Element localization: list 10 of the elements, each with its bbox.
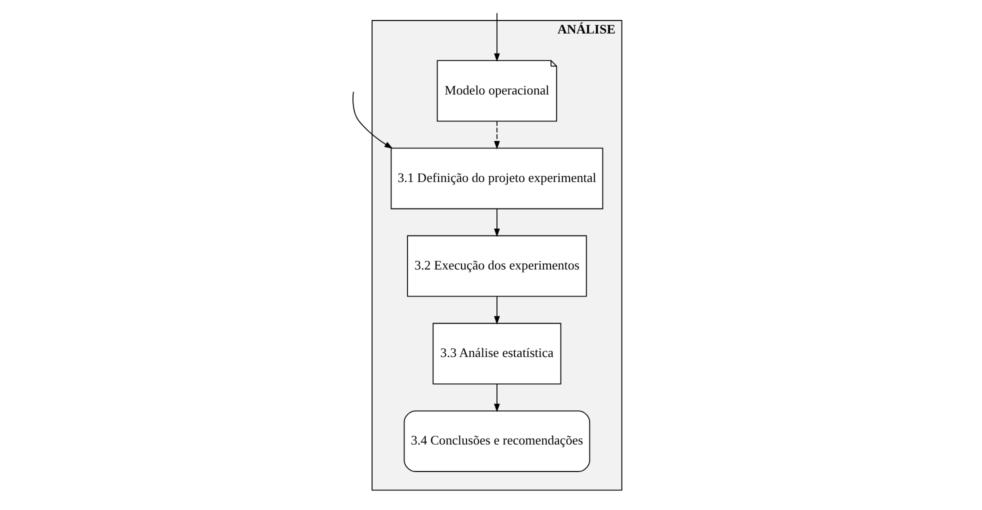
node-box: 3.4 Conclusões e recomendações [404, 410, 590, 472]
arrow [494, 296, 500, 325]
arrow [494, 384, 500, 412]
arrow [494, 208, 500, 237]
arrow [494, 120, 500, 150]
arrow [352, 91, 393, 149]
arrow [494, 12, 500, 62]
node-box: 3.2 Execução dos experimentos [407, 235, 587, 297]
node-box: 3.3 Análise estatística [432, 322, 562, 384]
node-box: 3.1 Definição do projeto experimental [390, 148, 604, 210]
